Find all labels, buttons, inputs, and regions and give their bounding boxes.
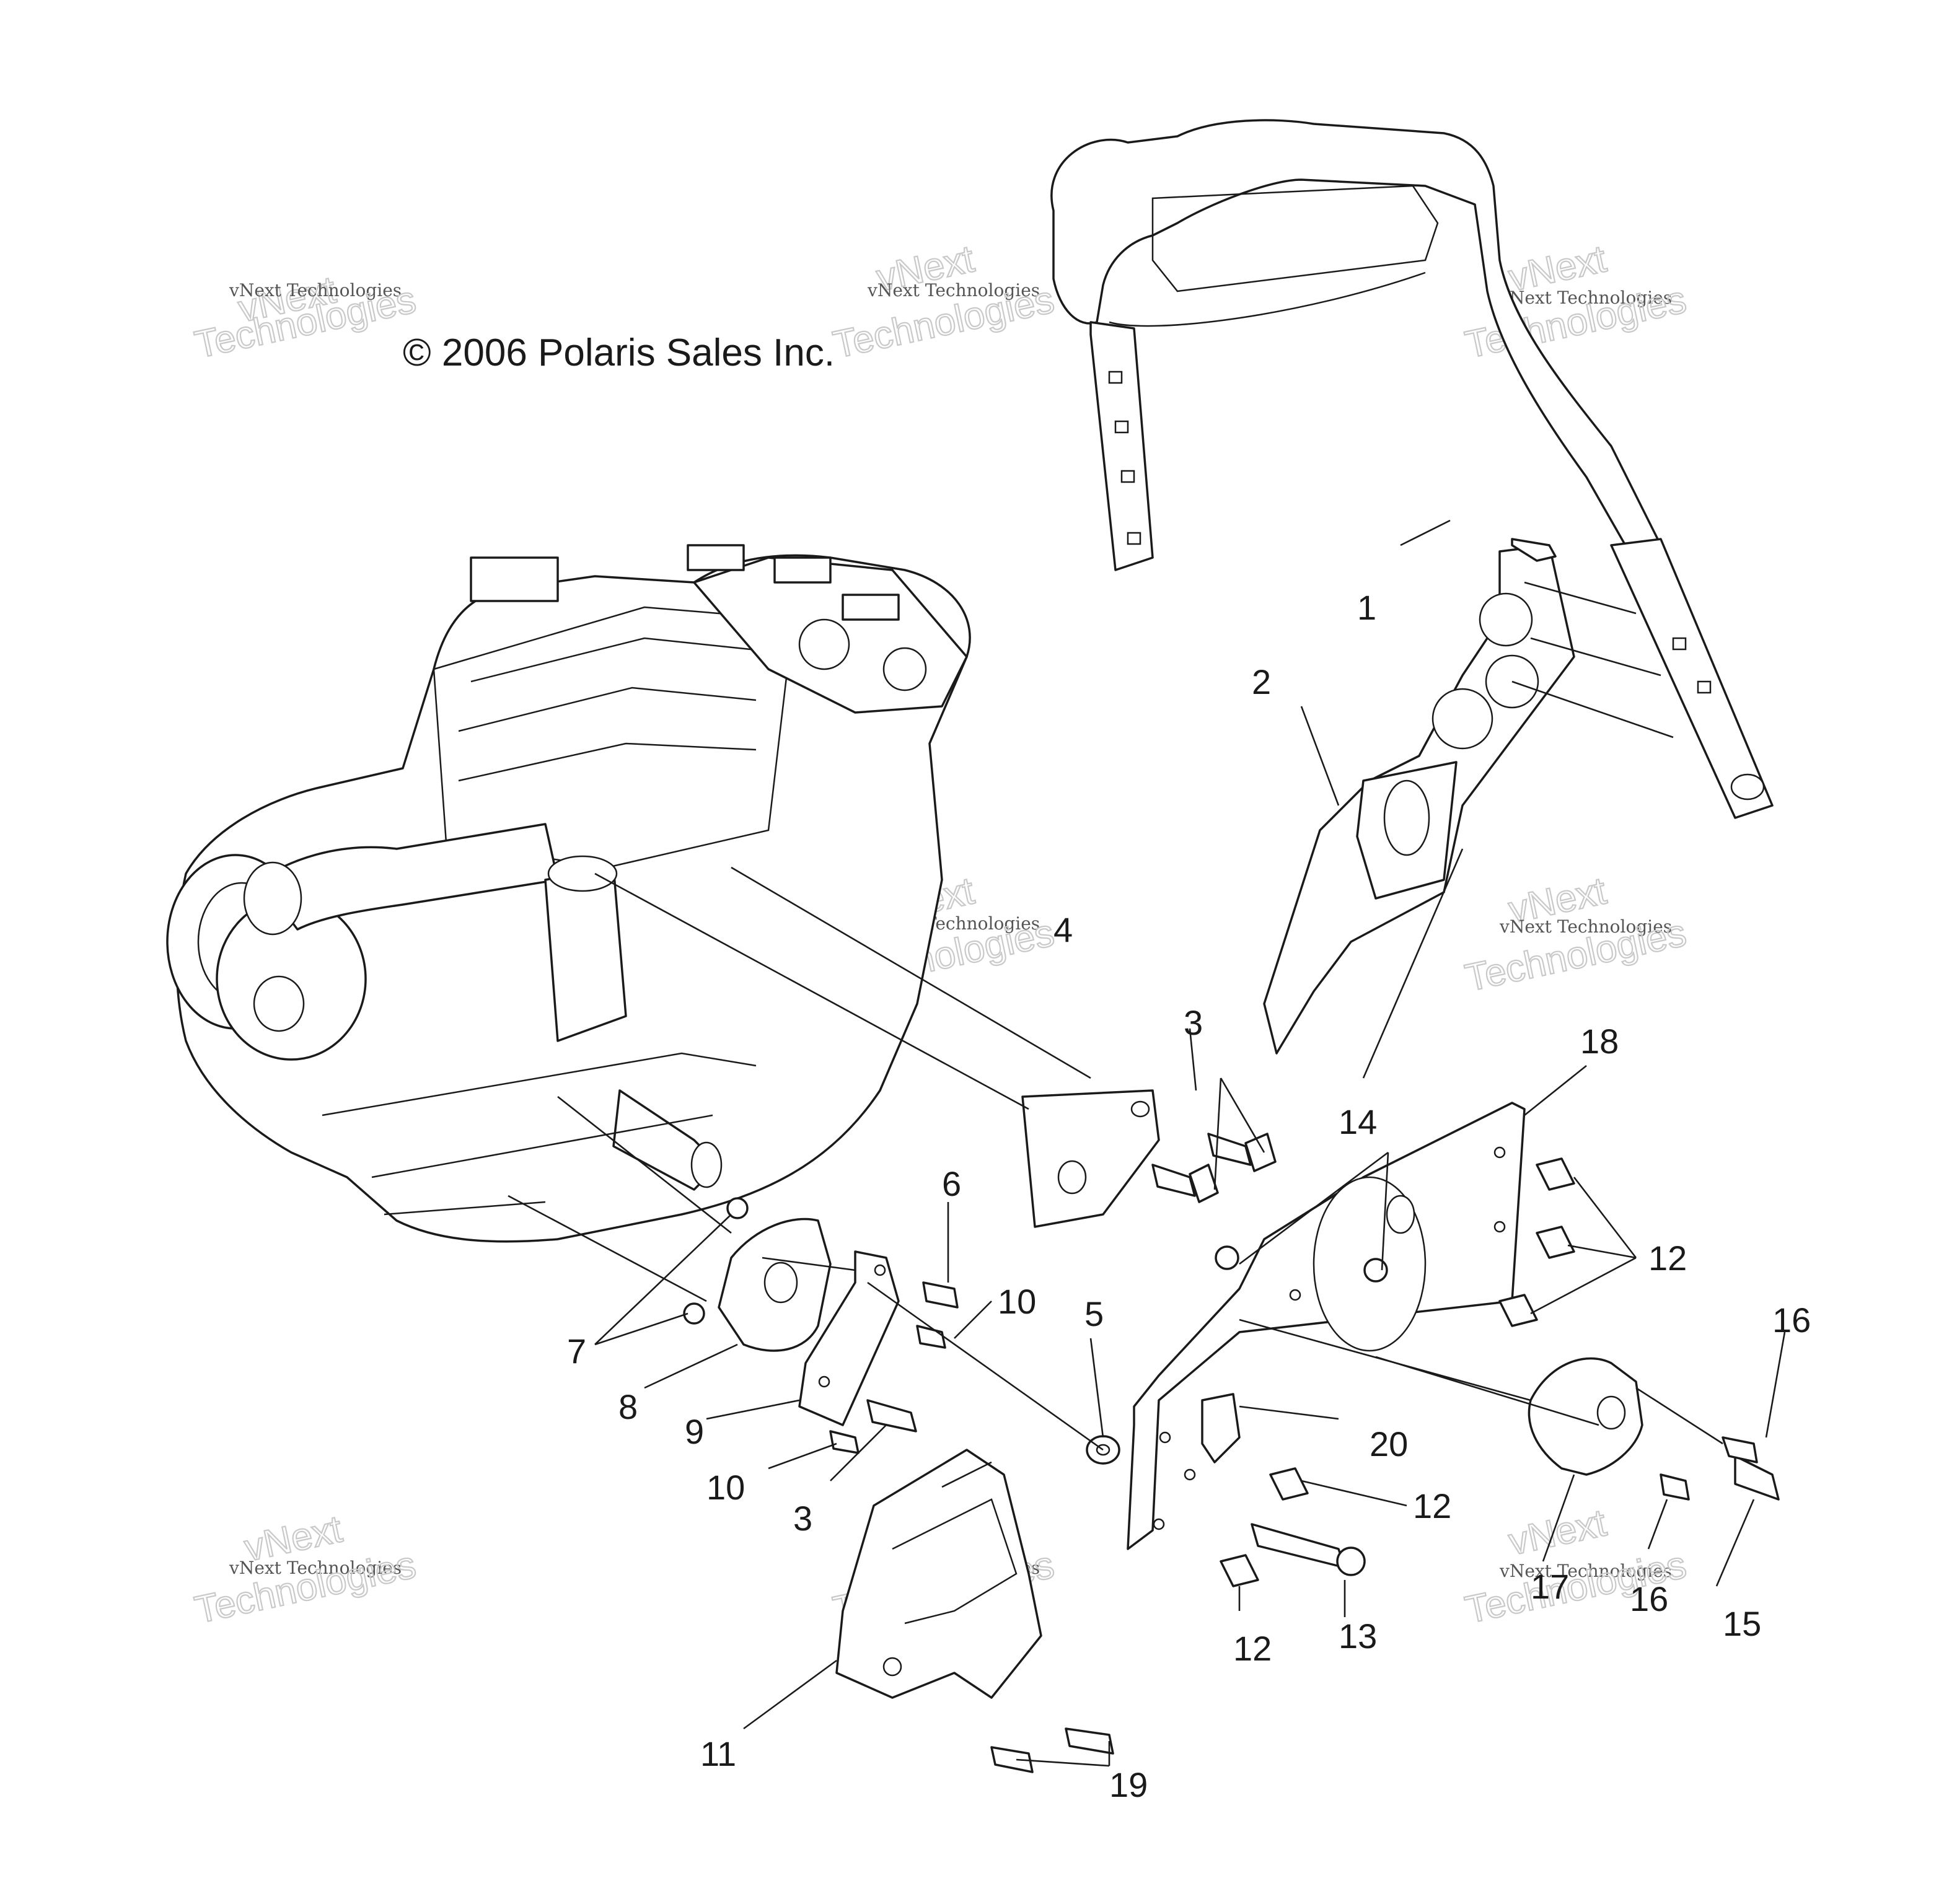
svg-text:vNext Technologies: vNext Technologies bbox=[1499, 1561, 1672, 1581]
watermark-top-center: vNext vNext Technologies Technologies bbox=[829, 237, 1058, 367]
svg-text:vNext Technologies: vNext Technologies bbox=[1499, 916, 1672, 937]
frame-roll-cage bbox=[1050, 119, 1774, 819]
part-14-nut-b bbox=[1363, 1258, 1388, 1283]
callout-14: 14 bbox=[1339, 1102, 1377, 1141]
part-7-nut-a bbox=[726, 1197, 749, 1219]
part-3-bolt-b-head bbox=[1244, 1133, 1277, 1172]
part-10-bolt-b bbox=[829, 1430, 860, 1454]
part-18-rear-plate bbox=[1127, 1102, 1526, 1550]
callout-20: 20 bbox=[1370, 1424, 1408, 1463]
part-4-bracket bbox=[1021, 1089, 1160, 1228]
part-3-bolt-a-head bbox=[1189, 1164, 1219, 1203]
callout-9: 9 bbox=[685, 1412, 704, 1451]
part-16-bolt-a bbox=[1722, 1436, 1758, 1463]
part-9-bracket bbox=[798, 1250, 900, 1426]
copyright-text: © 2006 Polaris Sales Inc. bbox=[403, 331, 835, 374]
leader-lines bbox=[508, 519, 1786, 1767]
callout-6: 6 bbox=[942, 1164, 961, 1203]
callout-12-bottom: 12 bbox=[1233, 1629, 1272, 1668]
callout-10-right: 10 bbox=[998, 1282, 1036, 1321]
callout-1: 1 bbox=[1357, 588, 1376, 627]
callout-3-lower: 3 bbox=[793, 1499, 812, 1538]
part-16-bolt-b bbox=[1660, 1473, 1690, 1501]
part-10-bolt-a bbox=[916, 1325, 946, 1349]
callout-5: 5 bbox=[1084, 1294, 1104, 1333]
part-19-bolt-b bbox=[990, 1746, 1034, 1773]
callout-2: 2 bbox=[1252, 662, 1271, 701]
svg-text:vNext: vNext bbox=[1505, 1501, 1610, 1563]
callout-10-left: 10 bbox=[706, 1468, 745, 1507]
part-6-bolt bbox=[922, 1281, 959, 1309]
svg-text:vNext Technologies: vNext Technologies bbox=[1499, 287, 1672, 308]
callout-13: 13 bbox=[1339, 1617, 1377, 1656]
callout-17: 17 bbox=[1531, 1567, 1569, 1606]
part-20-clip bbox=[1201, 1393, 1241, 1463]
part-3-bolt-a bbox=[1151, 1164, 1196, 1197]
callout-15: 15 bbox=[1723, 1604, 1761, 1643]
callout-12-right: 12 bbox=[1648, 1239, 1687, 1278]
callout-16-top: 16 bbox=[1772, 1301, 1811, 1340]
part-11-lower-bracket bbox=[835, 1449, 1042, 1699]
callout-4: 4 bbox=[1053, 910, 1073, 949]
watermark-top-left: vNext vNext Technologies Technologies bbox=[190, 268, 420, 367]
part-8-mount-rubber bbox=[718, 1217, 832, 1352]
callout-3-upper: 3 bbox=[1184, 1003, 1203, 1042]
svg-text:vNext Technologies: vNext Technologies bbox=[229, 280, 402, 301]
part-7-nut-b bbox=[683, 1302, 705, 1325]
part-17-engine-mount bbox=[1528, 1357, 1643, 1476]
callout-7: 7 bbox=[567, 1331, 586, 1371]
part-12-bolts bbox=[1220, 1157, 1575, 1587]
watermark-mid-right: vNext vNext Technologies Technologies bbox=[1461, 869, 1691, 1001]
part-2-mount-plate bbox=[1263, 544, 1575, 1055]
part-3-bolt-b bbox=[1207, 1133, 1252, 1166]
part-13-bolt bbox=[1251, 1523, 1346, 1569]
part-1-pin bbox=[1511, 538, 1557, 562]
part-19-bolt-a bbox=[1065, 1727, 1114, 1755]
callout-19: 19 bbox=[1109, 1765, 1148, 1804]
callout-12-mid: 12 bbox=[1413, 1486, 1451, 1525]
svg-text:vNext Technologies: vNext Technologies bbox=[867, 280, 1040, 301]
callout-16-bottom: 16 bbox=[1630, 1579, 1668, 1618]
part-15-bolt bbox=[1734, 1455, 1780, 1501]
part-14-nut bbox=[1215, 1245, 1239, 1270]
engine-assembly bbox=[166, 544, 971, 1243]
callout-11: 11 bbox=[700, 1734, 736, 1773]
watermark-bottom-left: vNext vNext Technologies Technologies bbox=[190, 1507, 420, 1633]
callout-labels: 1 2 3 3 4 5 6 7 8 9 10 10 11 12 12 12 12… bbox=[567, 588, 1811, 1804]
callout-18: 18 bbox=[1580, 1022, 1619, 1061]
callout-8: 8 bbox=[618, 1387, 638, 1426]
svg-text:vNext Technologies: vNext Technologies bbox=[229, 1558, 402, 1578]
part-3-bolt-c bbox=[866, 1399, 917, 1432]
part-13-bolt-head bbox=[1336, 1546, 1366, 1576]
